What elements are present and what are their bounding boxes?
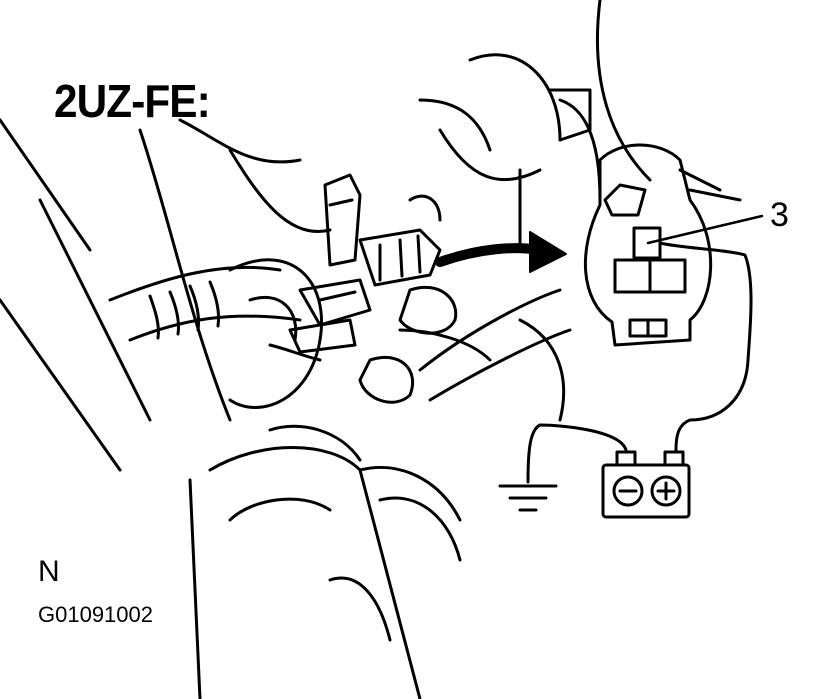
- sensor-connector-assembly: [268, 173, 492, 404]
- terminal-3-leader-line: [646, 214, 764, 245]
- intake-hose: [108, 258, 323, 409]
- pointer-arrow: [435, 231, 567, 273]
- terminal-callout-label: 3: [770, 196, 789, 234]
- corner-letter: N: [38, 555, 60, 588]
- engine-structure-lines: [0, 0, 742, 472]
- ground-symbol: [498, 484, 558, 512]
- battery-symbol: [601, 450, 691, 519]
- test-wiring: [526, 241, 753, 484]
- figure-id: G01091002: [38, 602, 153, 627]
- engine-model-title: 2UZ-FE:: [54, 75, 211, 127]
- negative-terminal-icon: [612, 475, 644, 507]
- lower-engine-parts: [188, 288, 572, 699]
- positive-terminal-icon: [650, 475, 682, 507]
- connector-terminal-view: [583, 143, 713, 347]
